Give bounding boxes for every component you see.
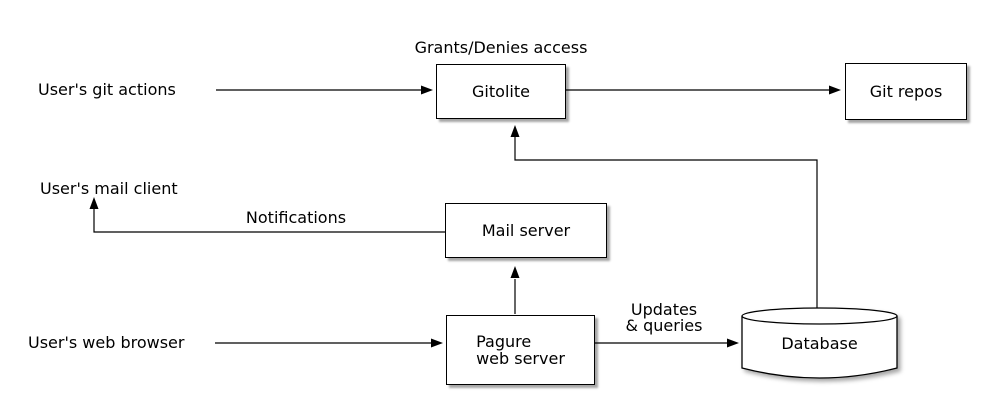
edge-git-actions-to-gitolite [216, 85, 433, 95]
edge-pagure-to-mail-server [510, 266, 520, 314]
label-notifications: Notifications [245, 208, 347, 227]
edge-pagure-to-database [595, 338, 739, 348]
arrowhead-right-icon [421, 85, 433, 95]
node-pagure-line-1: Pagure [476, 332, 532, 351]
node-pagure-line-2: web server [476, 349, 565, 368]
arrowhead-right-icon [727, 338, 739, 348]
label-users-web-browser: User's web browser [28, 333, 185, 352]
edge-mail-server-to-mail-client [89, 197, 445, 233]
node-mail-server-label: Mail server [481, 221, 571, 240]
node-database: Database [742, 318, 897, 368]
arrowhead-up-icon [510, 266, 520, 278]
node-pagure-web-server-label: Pagure web server [476, 333, 565, 367]
node-gitolite-label: Gitolite [472, 82, 530, 101]
arrowhead-right-icon [829, 85, 841, 95]
label-users-git-actions: User's git actions [38, 80, 176, 99]
edge-gitolite-to-git-repos [566, 85, 841, 95]
arrowhead-up-icon [89, 197, 99, 209]
arrowhead-right-icon [431, 338, 443, 348]
edge-web-browser-to-pagure [215, 338, 443, 348]
node-pagure-web-server: Pagure web server [446, 315, 595, 385]
label-users-mail-client: User's mail client [40, 179, 178, 198]
node-mail-server: Mail server [445, 203, 607, 258]
arrowhead-up-icon [510, 125, 520, 137]
label-updates-queries: Updates & queries [604, 302, 724, 334]
node-git-repos: Git repos [845, 63, 967, 120]
node-git-repos-label: Git repos [869, 82, 943, 101]
node-database-label: Database [781, 333, 858, 353]
label-updates-line-2: & queries [625, 316, 703, 335]
database-cylinder-shape [741, 307, 898, 379]
edge-database-to-gitolite [510, 125, 818, 308]
node-gitolite: Gitolite [436, 64, 566, 119]
label-updates-line-1: Updates [630, 300, 698, 319]
label-grants-denies-access: Grants/Denies access [414, 38, 588, 57]
